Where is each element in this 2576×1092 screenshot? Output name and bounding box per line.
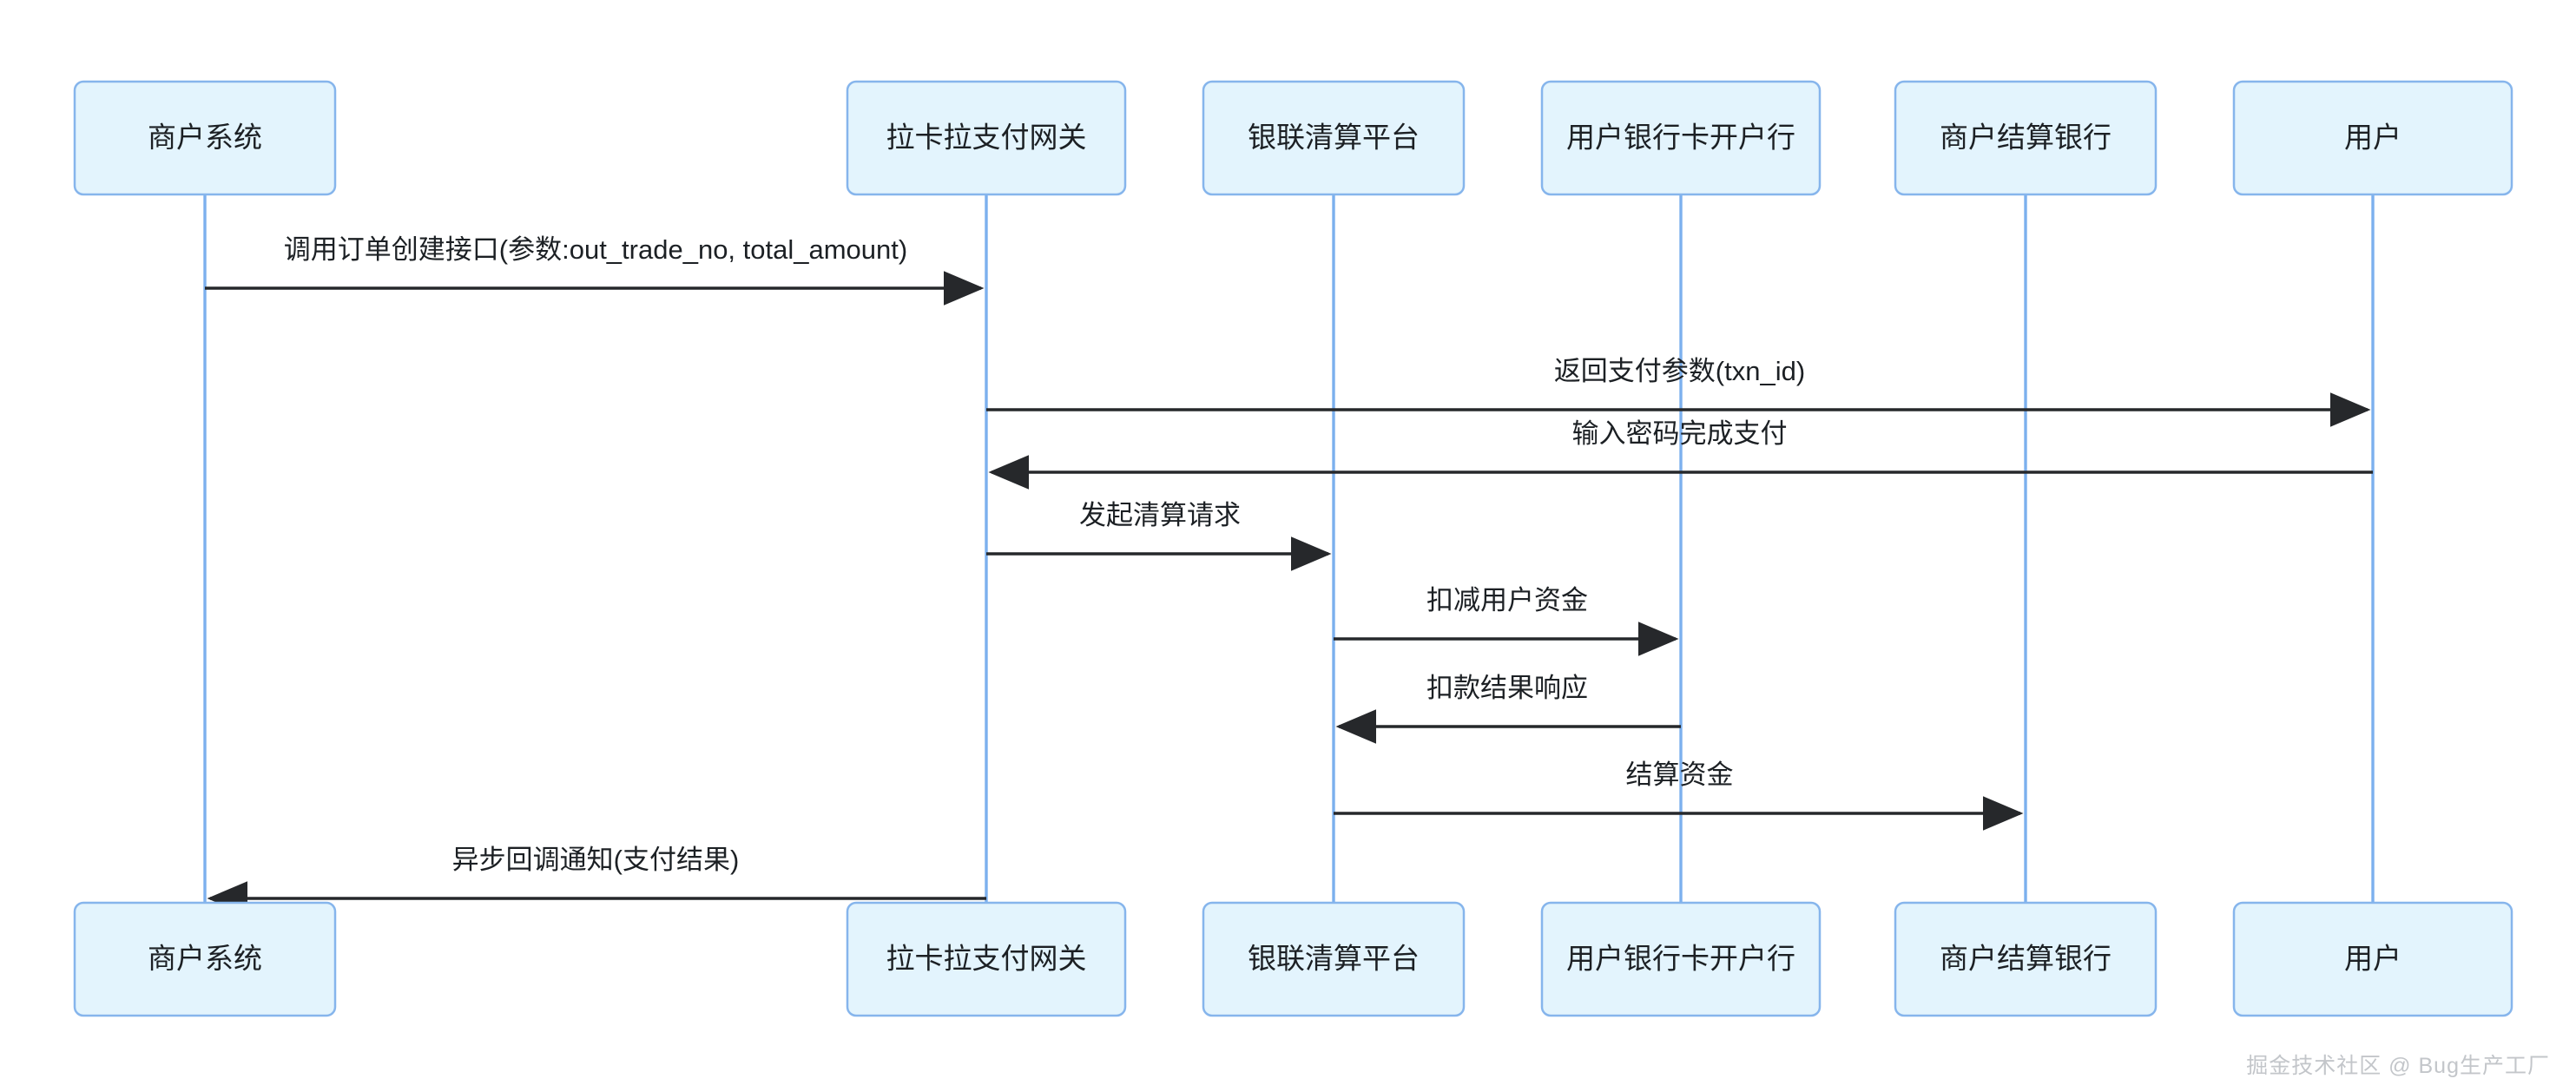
- message-label: 扣款结果响应: [1426, 673, 1588, 703]
- message-label: 扣减用户资金: [1426, 585, 1588, 615]
- participant-rect: [2232, 901, 2513, 1017]
- participant-rect: [1894, 901, 2158, 1017]
- participant-rect: [73, 901, 337, 1017]
- participant-box-settlebank-bottom[interactable]: 商户结算银行: [1894, 901, 2158, 1017]
- message-3[interactable]: 输入密码完成支付: [988, 418, 2373, 490]
- participant-rect: [73, 80, 337, 196]
- watermark-text: 掘金技术社区 @ Bug生产工厂: [2246, 1054, 2550, 1078]
- participant-rect: [1540, 80, 1822, 196]
- participant-rect: [1202, 901, 1466, 1017]
- message-label: 异步回调通知(支付结果): [452, 845, 740, 875]
- participant-label: 商户结算银行: [1940, 122, 2112, 154]
- message-label: 发起清算请求: [1079, 500, 1241, 530]
- message-label: 返回支付参数(txn_id): [1554, 356, 1805, 386]
- participant-box-unionpay-bottom[interactable]: 银联清算平台: [1202, 901, 1466, 1017]
- participant-box-gateway-bottom[interactable]: 拉卡拉支付网关: [846, 901, 1127, 1017]
- participant-box-merchant-top[interactable]: 商户系统: [73, 80, 337, 196]
- messages-group: 调用订单创建接口(参数:out_trade_no, total_amount) 返…: [205, 234, 2373, 916]
- participant-label: 银联清算平台: [1248, 122, 1420, 154]
- participant-label: 银联清算平台: [1248, 943, 1420, 975]
- participant-rect: [846, 80, 1127, 196]
- message-7[interactable]: 结算资金: [1334, 760, 2024, 831]
- message-label: 输入密码完成支付: [1572, 418, 1788, 449]
- participant-boxes-bottom: 商户系统 拉卡拉支付网关 银联清算平台 用户银行卡开户行 商户结算银行 用户: [73, 901, 2513, 1017]
- message-8[interactable]: 异步回调通知(支付结果): [207, 845, 986, 916]
- participant-box-user-top[interactable]: 用户: [2232, 80, 2513, 196]
- participant-rect: [1540, 901, 1822, 1017]
- message-1[interactable]: 调用订单创建接口(参数:out_trade_no, total_amount): [205, 234, 985, 306]
- participant-box-unionpay-top[interactable]: 银联清算平台: [1202, 80, 1466, 196]
- participant-label: 用户: [2344, 122, 2401, 154]
- lifelines-group: [203, 194, 2375, 903]
- participant-label: 拉卡拉支付网关: [886, 122, 1087, 154]
- message-4[interactable]: 发起清算请求: [986, 500, 1332, 571]
- message-5[interactable]: 扣减用户资金: [1334, 585, 1679, 656]
- participant-label: 用户: [2344, 943, 2401, 975]
- participant-label: 商户系统: [148, 943, 262, 975]
- participant-boxes-top: 商户系统 拉卡拉支付网关 银联清算平台 用户银行卡开户行 商户结算银行 用户: [73, 80, 2513, 196]
- participant-label: 商户结算银行: [1940, 943, 2112, 975]
- participant-label: 拉卡拉支付网关: [886, 943, 1087, 975]
- participant-box-gateway-top[interactable]: 拉卡拉支付网关: [846, 80, 1127, 196]
- participant-label: 商户系统: [148, 122, 262, 154]
- participant-label: 用户银行卡开户行: [1566, 122, 1795, 154]
- participant-box-user-bottom[interactable]: 用户: [2232, 901, 2513, 1017]
- participant-box-settlebank-top[interactable]: 商户结算银行: [1894, 80, 2158, 196]
- message-2[interactable]: 返回支付参数(txn_id): [986, 356, 2371, 427]
- message-6[interactable]: 扣款结果响应: [1335, 673, 1681, 744]
- participant-rect: [846, 901, 1127, 1017]
- participant-rect: [1894, 80, 2158, 196]
- participant-box-issuer-bottom[interactable]: 用户银行卡开户行: [1540, 901, 1822, 1017]
- participant-label: 用户银行卡开户行: [1566, 943, 1795, 975]
- participant-box-issuer-top[interactable]: 用户银行卡开户行: [1540, 80, 1822, 196]
- participant-rect: [2232, 80, 2513, 196]
- message-label: 结算资金: [1626, 760, 1734, 790]
- message-label: 调用订单创建接口(参数:out_trade_no, total_amount): [284, 234, 907, 265]
- participant-rect: [1202, 80, 1466, 196]
- participant-box-merchant-bottom[interactable]: 商户系统: [73, 901, 337, 1017]
